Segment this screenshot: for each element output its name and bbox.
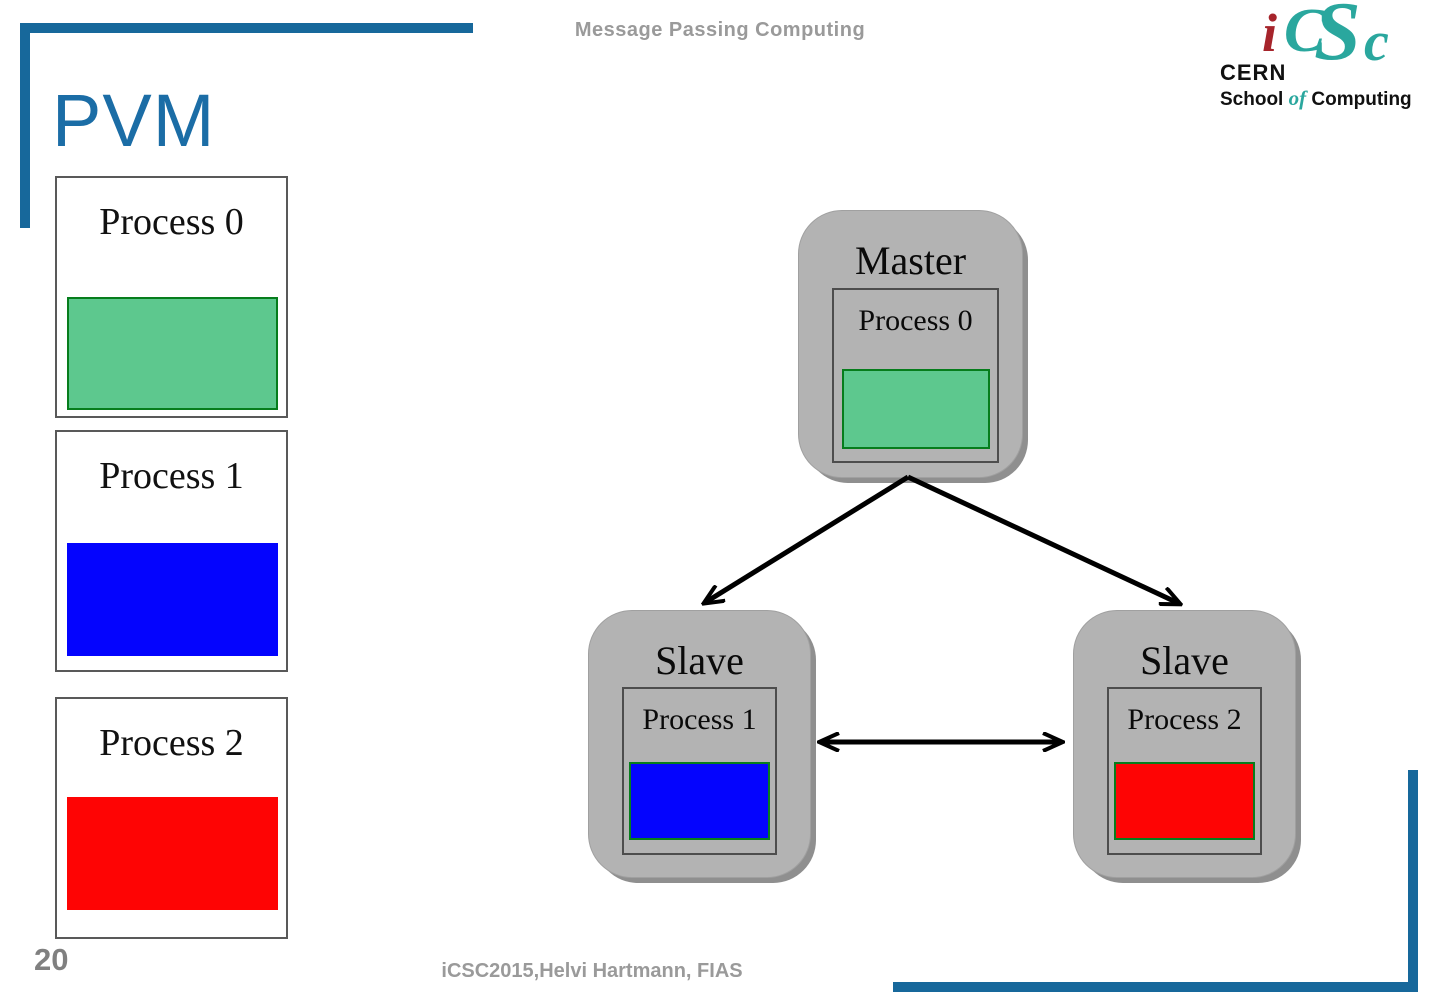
bottom-right-vertical-rule xyxy=(1408,770,1418,992)
master-process-label: Process 0 xyxy=(858,304,973,337)
process-card-1: Process 1 xyxy=(55,430,288,672)
top-left-vertical-rule xyxy=(20,23,30,228)
process-color-rect xyxy=(67,297,278,410)
process-card-0: Process 0 xyxy=(55,176,288,418)
logo-word-computing: Computing xyxy=(1311,89,1412,110)
process-card-label: Process 0 xyxy=(99,201,244,243)
csc-logo: i C S c CERN School of Computing xyxy=(1218,0,1433,112)
slave2-process-color-rect xyxy=(1114,762,1255,840)
master-node: Master Process 0 xyxy=(798,210,1023,478)
process-card-label: Process 2 xyxy=(99,722,244,764)
top-left-horizontal-rule xyxy=(20,23,473,33)
process-color-rect xyxy=(67,543,278,656)
slave2-process-label: Process 2 xyxy=(1127,703,1242,736)
logo-letter-i: i xyxy=(1262,3,1278,63)
header-title: Message Passing Computing xyxy=(574,19,866,41)
logo-school-text: School of Computing xyxy=(1220,86,1412,111)
logo-letter-c2: c xyxy=(1364,11,1389,73)
page-number: 20 xyxy=(34,942,69,977)
process-card-2: Process 2 xyxy=(55,697,288,939)
page-title: PVM xyxy=(52,79,216,162)
master-process-color-rect xyxy=(842,369,990,449)
slave1-process-box: Process 1 xyxy=(622,687,777,855)
logo-word-school: School xyxy=(1220,89,1284,110)
master-process-box: Process 0 xyxy=(832,288,999,463)
master-node-title: Master xyxy=(854,238,967,283)
slave-node-2: Slave Process 2 xyxy=(1073,610,1296,878)
slave1-process-color-rect xyxy=(629,762,770,840)
slave-node-1: Slave Process 1 xyxy=(588,610,811,878)
logo-letter-s: S xyxy=(1314,0,1361,78)
logo-letter-c1: C xyxy=(1284,0,1326,65)
slave1-process-label: Process 1 xyxy=(642,703,757,736)
process-color-rect xyxy=(67,797,278,910)
arrow-master-to-slave2 xyxy=(906,474,1178,603)
process-card-label: Process 1 xyxy=(99,455,244,497)
arrow-master-to-slave1 xyxy=(706,474,910,602)
slave-node-title: Slave xyxy=(655,638,744,683)
bottom-right-horizontal-rule xyxy=(893,982,1418,992)
slave-node-title: Slave xyxy=(1140,638,1229,683)
footer-credit: iCSC2015,Helvi Hartmann, FIAS xyxy=(441,960,743,982)
slave2-process-box: Process 2 xyxy=(1107,687,1262,855)
logo-cern-text: CERN xyxy=(1220,60,1287,85)
logo-word-of: of xyxy=(1288,86,1307,110)
